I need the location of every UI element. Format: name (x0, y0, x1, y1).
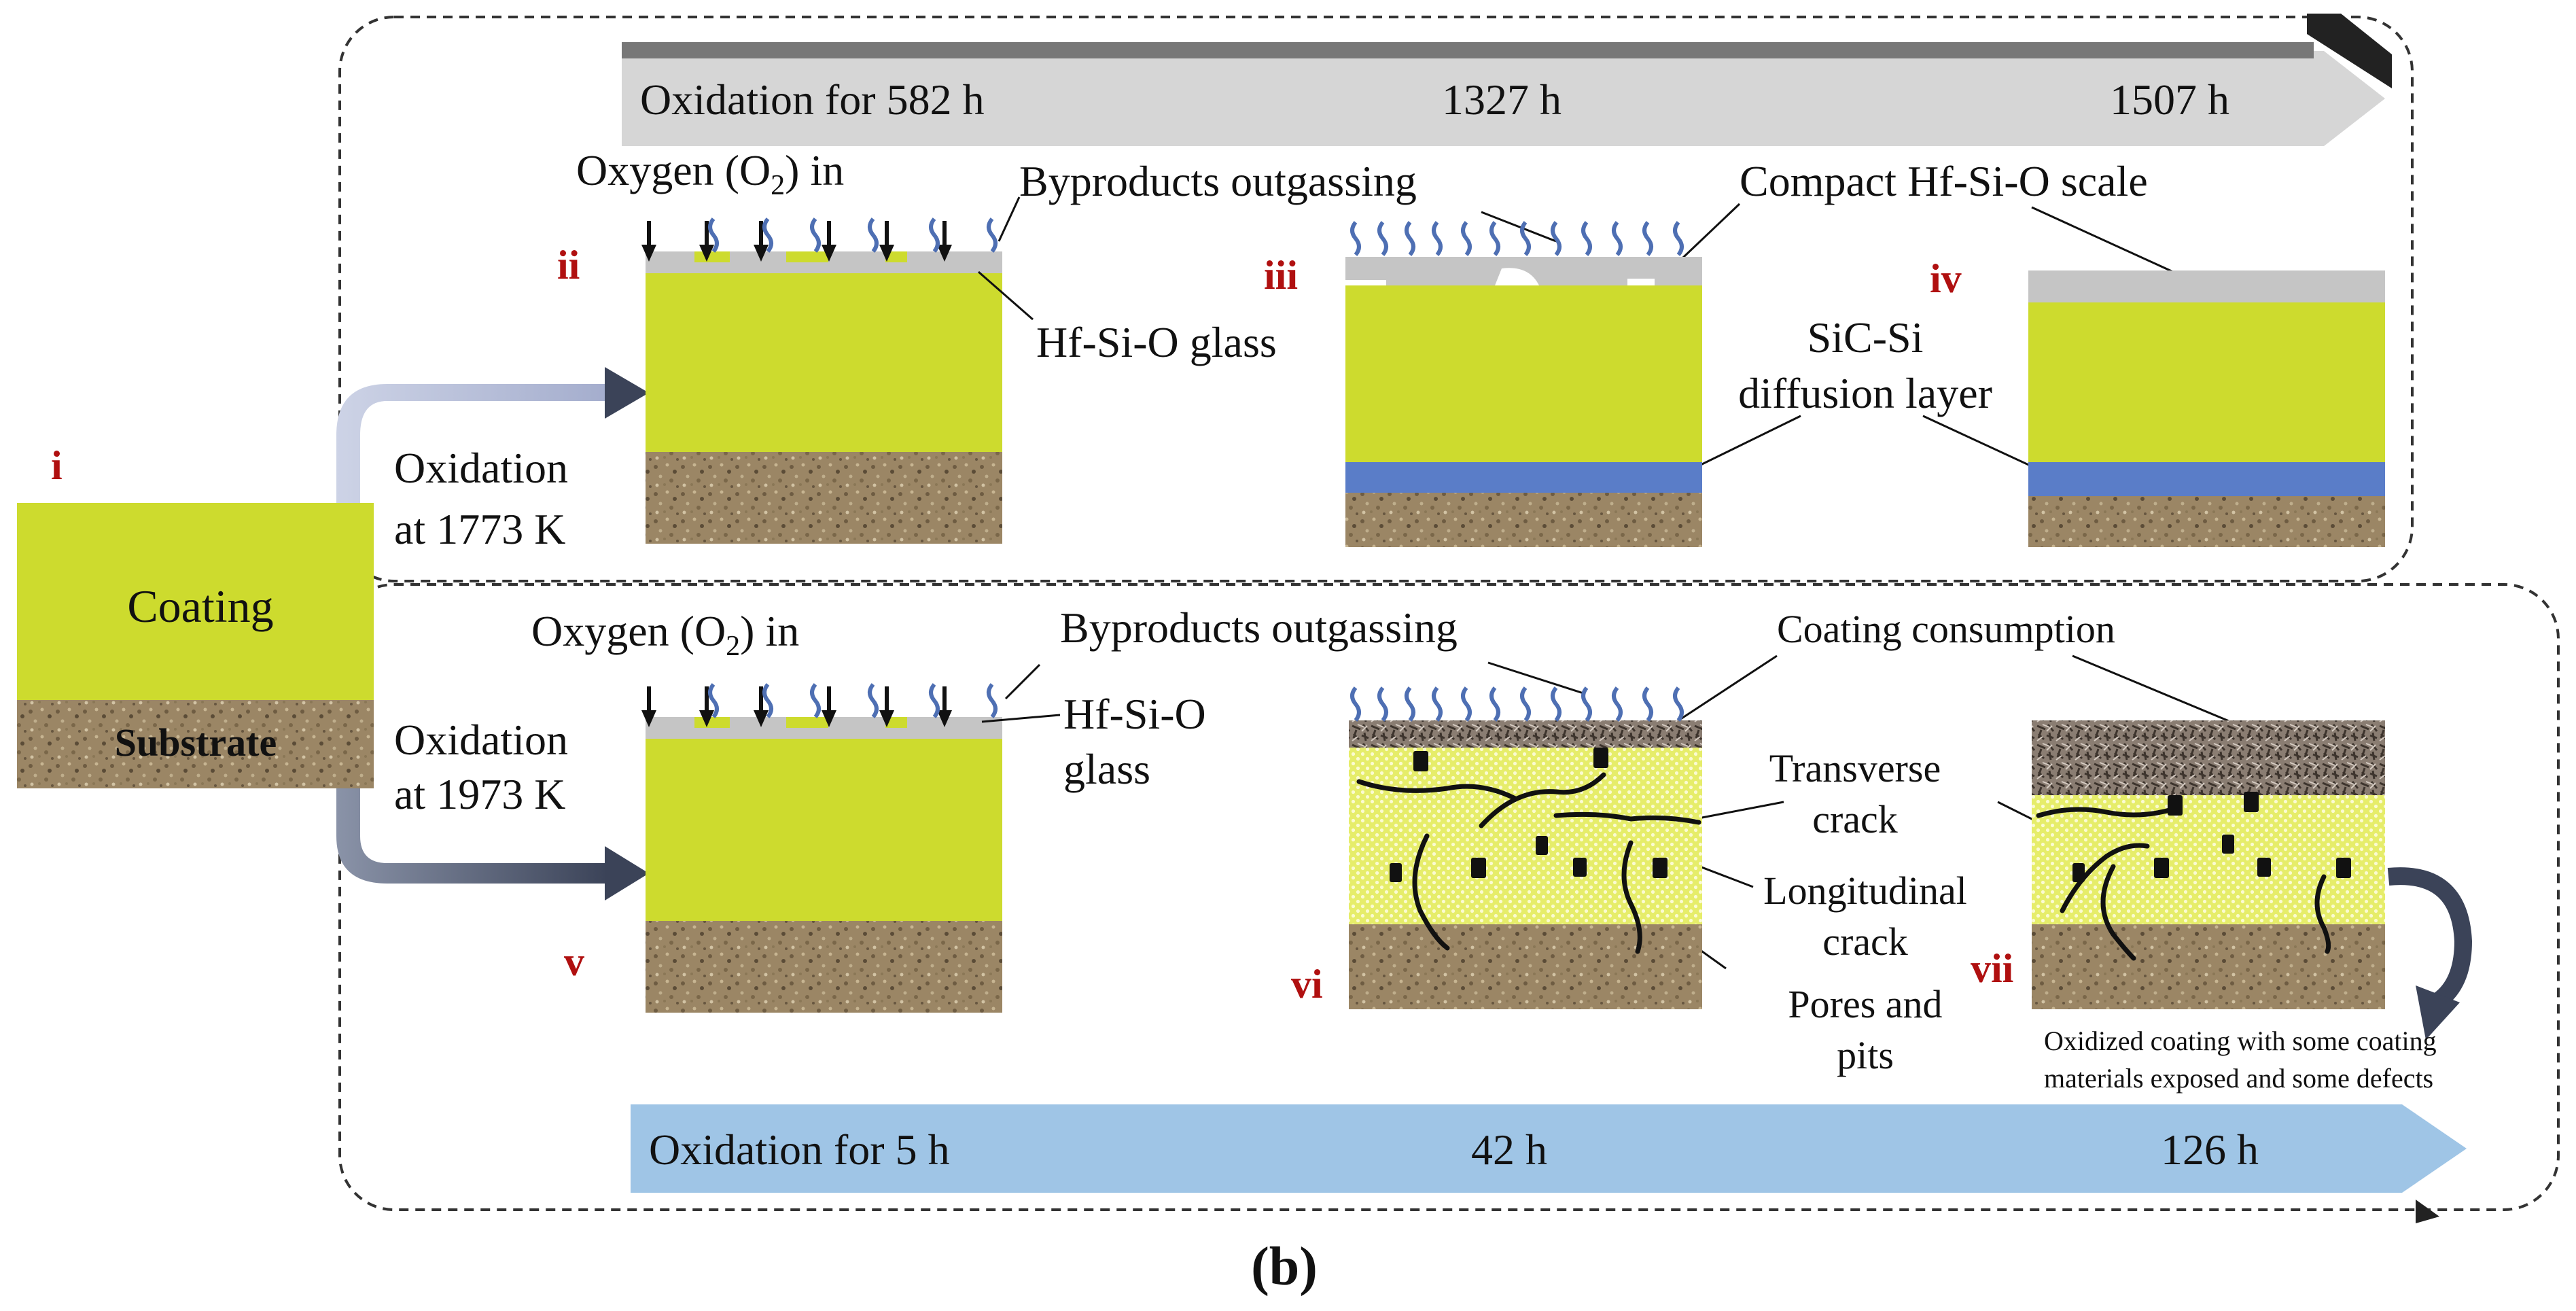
top-condition-line2: at 1773 K (394, 505, 565, 553)
stage-v-outgassing (708, 683, 998, 718)
caption-line-1: Oxidized coating with some coating (2044, 1026, 2437, 1056)
top-glass-leader (978, 270, 1034, 321)
top-condition-line1: Oxidation (394, 444, 568, 492)
figure-label: (b) (1251, 1237, 1318, 1297)
branch-arrow-upper-head (605, 367, 649, 419)
stage-vi-outgassing (1350, 686, 1684, 722)
bottom-glass-label-2: glass (1063, 745, 1150, 793)
bottom-panel-frame (338, 583, 2560, 1211)
initial-substrate-label: Substrate (115, 720, 277, 765)
bottom-transverse-label-1: Transverse (1769, 746, 1941, 790)
bottom-byproducts-leader-2 (1487, 661, 1584, 695)
bottom-glass-leader (981, 714, 1061, 723)
stage-vi-sample (1349, 720, 1702, 1009)
stage-vi-pores (1390, 748, 1668, 882)
stage-ii-oxygen-arrows (641, 221, 952, 262)
stage-vii-pores (2072, 792, 2351, 882)
bottom-glass-label-1: Hf-Si-O (1063, 690, 1206, 738)
top-panel-frame (338, 16, 2414, 582)
bottom-transverse-label-2: crack (1812, 797, 1898, 841)
bottom-pores-label-2: pits (1837, 1033, 1894, 1077)
bottom-time-3: 126 h (2161, 1125, 2259, 1174)
stage-iii-sample (1345, 257, 1702, 547)
bottom-pores-label-1: Pores and (1788, 982, 1942, 1026)
branch-arrow-upper (336, 384, 608, 503)
stage-vii-cracks (2036, 806, 2331, 961)
bottom-time-2: 42 h (1471, 1125, 1547, 1174)
bottom-byproducts-label: Byproducts outgassing (1060, 604, 1458, 652)
numeral-iv: iv (1930, 256, 1962, 301)
numeral-i: i (51, 443, 63, 488)
top-time-1: Oxidation for 582 h (640, 75, 985, 124)
initial-coating-label: Coating (127, 580, 273, 632)
bottom-consumption-label: Coating consumption (1777, 607, 2115, 651)
top-diffusion-label-2: diffusion layer (1738, 369, 1992, 417)
stage-iv-sample (2028, 270, 2385, 547)
top-oxygen-label: Oxygen (O2) in (576, 146, 844, 201)
numeral-vi: vi (1291, 962, 1323, 1007)
bottom-condition-line1: Oxidation (394, 716, 568, 764)
top-scale-leader-2 (2031, 206, 2189, 280)
branch-arrow-lower-head (605, 846, 649, 901)
initial-sample (17, 503, 374, 788)
top-time-3: 1507 h (2110, 75, 2229, 124)
bottom-condition-line2: at 1973 K (394, 770, 565, 818)
bottom-longitudinal-label-2: crack (1822, 920, 1908, 964)
bottom-oxygen-label: Oxygen (O2) in (531, 607, 799, 662)
initial-coating (17, 503, 374, 700)
initial-substrate (17, 700, 374, 788)
stage-vii-sample (2032, 720, 2385, 1009)
bottom-time-1: Oxidation for 5 h (649, 1125, 950, 1174)
top-timeline-arrow (622, 14, 2392, 146)
curved-arrow-head (2416, 985, 2460, 1040)
stage-iii-outgassing (1350, 221, 1684, 256)
bottom-consumption-leader-1 (1668, 654, 1778, 729)
stage-v-oxygen-arrows (641, 686, 952, 727)
top-scale-label: Compact Hf-Si-O scale (1740, 157, 2148, 205)
numeral-v: v (564, 939, 584, 984)
numeral-iii: iii (1264, 253, 1298, 298)
top-time-2: 1327 h (1442, 75, 1562, 124)
numeral-ii: ii (557, 243, 580, 287)
bottom-consumption-leader-2 (2072, 654, 2236, 725)
numeral-vii: vii (1971, 946, 2013, 991)
branch-arrow-lower (336, 788, 608, 884)
stage-v-sample (646, 717, 1002, 1013)
curved-arrow (2387, 867, 2473, 1011)
stage-ii-outgassing (708, 217, 998, 253)
caption-line-2: materials exposed and some defects (2044, 1063, 2433, 1094)
stage-vi-cracks (1356, 772, 1701, 954)
stage-ii-sample (646, 251, 1002, 544)
top-diffusion-label-1: SiC-Si (1807, 313, 1924, 362)
bottom-longitudinal-label-1: Longitudinal (1763, 869, 1967, 913)
top-byproducts-label: Byproducts outgassing (1019, 157, 1417, 205)
top-byproducts-leader (998, 196, 1021, 242)
bottom-timeline-arrow (631, 1104, 2467, 1223)
top-byproducts-leader-2 (1481, 211, 1557, 243)
top-glass-label: Hf-Si-O glass (1036, 318, 1277, 366)
bottom-byproducts-leader (1004, 663, 1041, 700)
